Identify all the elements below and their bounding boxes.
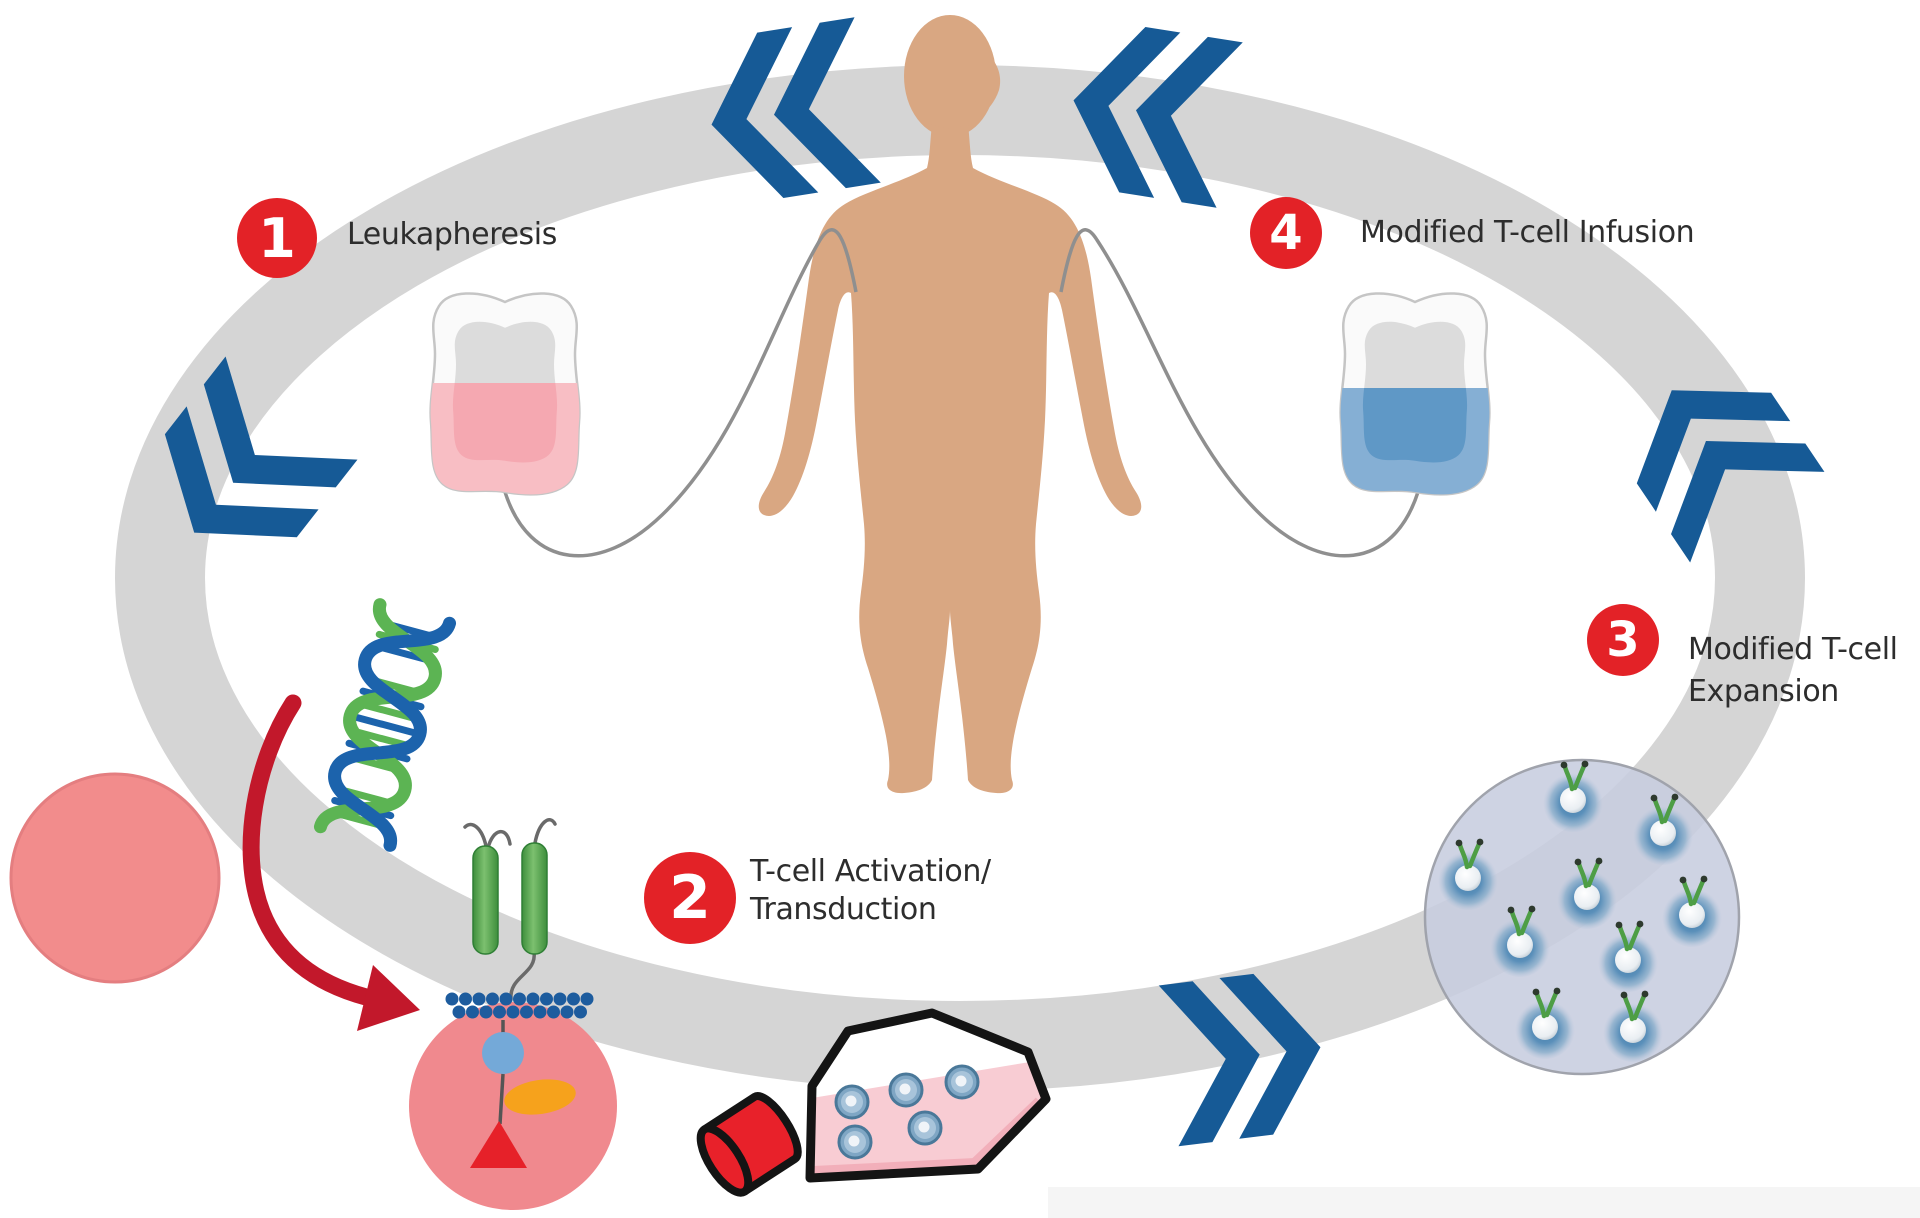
step-2-label: T-cell Activation/Transduction bbox=[750, 854, 991, 927]
step-1-label: Leukapheresis bbox=[347, 217, 557, 252]
transduction-arrow-icon bbox=[242, 694, 420, 1031]
tube-right bbox=[1059, 228, 1420, 558]
step-1-badge: 1 bbox=[237, 198, 317, 278]
t-cell-icon bbox=[9, 772, 221, 984]
culture-flask-icon bbox=[696, 1008, 1051, 1197]
step-4-label: Modified T-cell Infusion bbox=[1360, 215, 1695, 250]
t-cell-expansion-icon bbox=[1423, 760, 1741, 1076]
dna-helix-icon bbox=[313, 598, 457, 852]
car-t-cell-icon bbox=[409, 818, 617, 1210]
step-3-badge: 3 bbox=[1587, 604, 1659, 676]
step-2-badge: 2 bbox=[644, 852, 736, 944]
background-shadow bbox=[1048, 1187, 1920, 1218]
apheresis-tubes bbox=[503, 228, 1420, 558]
blood-bag-pink-icon bbox=[429, 292, 581, 496]
blood-bag-blue-icon bbox=[1339, 292, 1491, 496]
tube-left bbox=[503, 228, 858, 558]
step-4-badge: 4 bbox=[1250, 197, 1322, 269]
